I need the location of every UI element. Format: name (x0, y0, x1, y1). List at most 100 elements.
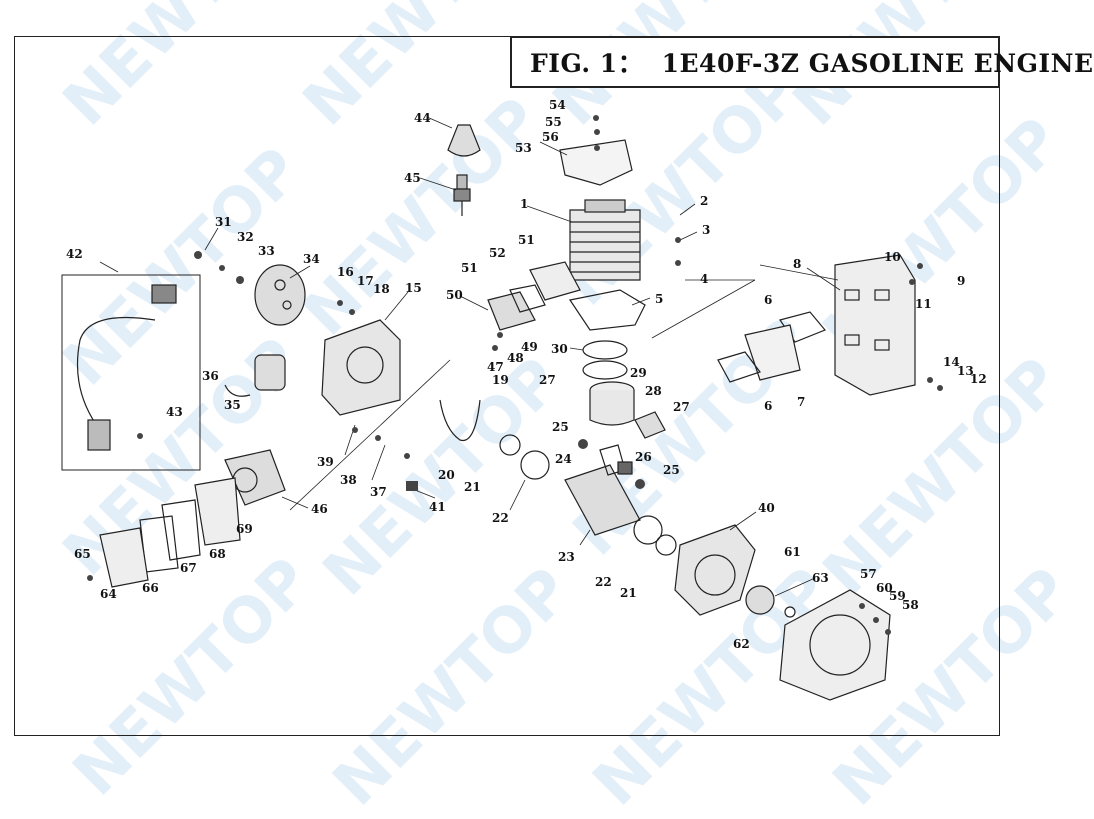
part-label: 62 (733, 637, 750, 651)
washer-icon (594, 145, 600, 151)
washer-icon (859, 603, 865, 609)
part-label: 44 (414, 111, 431, 125)
part-label: 61 (784, 545, 801, 559)
part-label: 60 (876, 581, 893, 595)
part-label: 37 (370, 485, 387, 499)
part-label: 27 (539, 373, 556, 387)
washer-icon (337, 300, 343, 306)
part-label: 55 (545, 115, 562, 129)
piston-ring-icon (582, 340, 628, 360)
air-filter-base-icon (194, 477, 241, 546)
washer-icon (349, 309, 355, 315)
part-label: 48 (507, 351, 524, 365)
part-label: 12 (970, 372, 987, 386)
screw-icon (593, 115, 599, 121)
bearing-icon (520, 450, 550, 480)
part-label: 23 (558, 550, 575, 564)
part-label: 53 (515, 141, 532, 155)
part-label: 6 (764, 399, 773, 413)
part-label: 54 (549, 98, 566, 112)
washer-icon (873, 617, 879, 623)
ignition-coil-icon (224, 354, 286, 397)
starter-pulley-icon (745, 585, 775, 615)
plug-boot-icon (151, 284, 177, 304)
part-label: 9 (957, 274, 966, 288)
part-label: 8 (793, 257, 802, 271)
bearing-icon (633, 515, 663, 545)
washer-icon (917, 263, 923, 269)
part-label: 64 (100, 587, 117, 601)
part-label: 52 (489, 246, 506, 260)
part-label: 68 (209, 547, 226, 561)
part-label: 15 (405, 281, 422, 295)
part-label: 51 (461, 261, 478, 275)
bearing-icon (499, 434, 521, 456)
part-label: 29 (630, 366, 647, 380)
recoil-starter-icon (779, 589, 891, 701)
thrust-washer-icon (635, 479, 645, 489)
washer-icon (497, 332, 503, 338)
part-label: 19 (492, 373, 509, 387)
screw-icon (87, 575, 93, 581)
washer-icon (352, 427, 358, 433)
exhaust-gasket-icon (717, 351, 761, 383)
part-label: 25 (663, 463, 680, 477)
part-label: 57 (860, 567, 877, 581)
washer-icon (375, 435, 381, 441)
coil-terminal-icon (87, 419, 111, 451)
crankshaft-icon (564, 444, 641, 536)
exploded-view-drawing (61, 115, 943, 701)
air-filter-element-icon (161, 499, 201, 561)
part-label: 16 (337, 265, 354, 279)
part-label: 36 (202, 369, 219, 383)
bearing-icon (655, 534, 677, 556)
carburetor-icon (224, 449, 286, 506)
part-label: 22 (492, 511, 509, 525)
part-label: 43 (166, 405, 183, 419)
bolt-icon (404, 453, 410, 459)
part-label: 45 (404, 171, 421, 185)
air-filter-cover-icon (99, 527, 149, 588)
piston-pin-icon (634, 411, 666, 439)
part-label: 51 (518, 233, 535, 247)
part-label: 21 (620, 586, 637, 600)
crankcase-half-icon (674, 524, 756, 616)
washer-icon (492, 345, 498, 351)
screw-icon (885, 629, 891, 635)
hv-lead-icon (77, 316, 156, 431)
washer-icon (219, 265, 225, 271)
flywheel-icon (254, 264, 306, 326)
part-label: 58 (902, 598, 919, 612)
thrust-washer-icon (578, 439, 588, 449)
part-label: 21 (464, 480, 481, 494)
part-label: 4 (700, 272, 709, 286)
part-label: 11 (915, 297, 932, 311)
spark-plug-cap-icon (447, 124, 481, 157)
needle-bearing-icon (617, 461, 633, 475)
cylinder-gasket-icon (569, 289, 646, 331)
part-label: 66 (142, 581, 159, 595)
part-label: 50 (446, 288, 463, 302)
part-label: 26 (635, 450, 652, 464)
hv-lead-box (61, 274, 201, 471)
intake-gasket-icon (509, 284, 546, 313)
part-label: 32 (237, 230, 254, 244)
part-label: 13 (957, 364, 974, 378)
part-label: 24 (555, 452, 572, 466)
nut-icon (675, 260, 681, 266)
part-label: 69 (236, 522, 253, 536)
cylinder-icon (569, 199, 641, 281)
part-label: 5 (655, 292, 664, 306)
muffler-plate-icon (744, 324, 801, 381)
piston-ring-icon (582, 360, 628, 380)
part-label: 65 (74, 547, 91, 561)
wire-icon (439, 399, 481, 442)
nut-icon (194, 251, 202, 259)
part-label: 18 (373, 282, 390, 296)
part-label: 46 (311, 502, 328, 516)
muffler-icon (834, 254, 916, 396)
part-label: 40 (758, 501, 775, 515)
part-label: 10 (884, 250, 901, 264)
part-label: 31 (215, 215, 232, 229)
part-label: 63 (812, 571, 829, 585)
